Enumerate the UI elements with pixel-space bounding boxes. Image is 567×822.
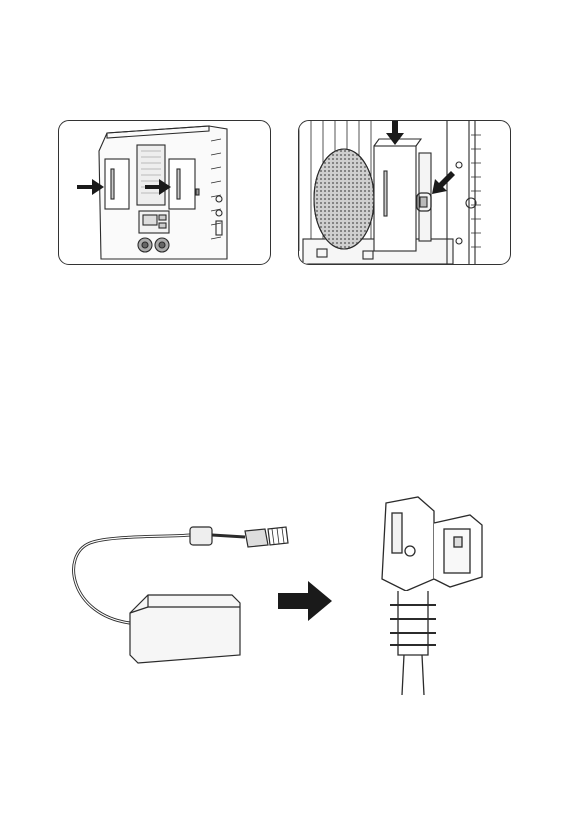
battery-right [169, 159, 195, 209]
figure-battery-install-back-view [58, 120, 271, 265]
power-adapter [130, 595, 240, 663]
battery-install-illustration [59, 121, 270, 264]
ferrite-bead [190, 527, 212, 545]
arrow-down-icon [386, 121, 404, 145]
battery-pack [374, 146, 416, 251]
battery-left [105, 159, 129, 209]
figure-power-adapter-to-dtap [50, 495, 520, 695]
dtap-connector [382, 497, 482, 695]
arrow-right-icon [278, 581, 332, 621]
battery-latch-illustration [299, 121, 510, 264]
figure-battery-latch-detail [298, 120, 511, 265]
arrow-diagonal-icon [432, 171, 455, 194]
